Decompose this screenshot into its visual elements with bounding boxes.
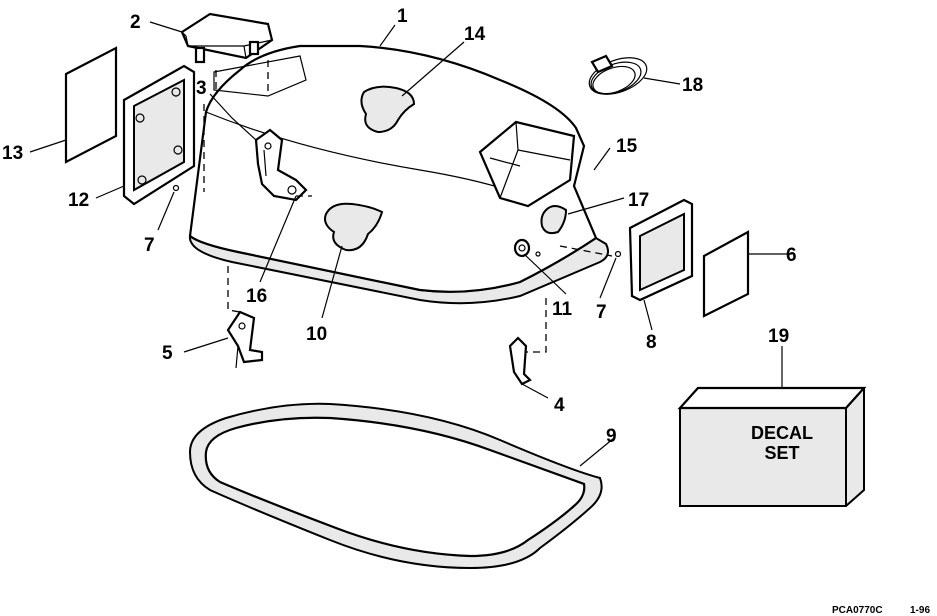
callout-11: 11 [552,299,573,320]
screw-7-left [172,184,180,192]
callout-7-right: 7 [596,302,607,323]
callout-17: 17 [628,190,649,211]
reference-date: 1-96 [910,605,930,616]
seal-9 [188,402,603,570]
grommet-11 [513,238,531,258]
wire-coil-18 [588,54,648,95]
decal-set-label-line1: DECAL [751,423,813,443]
patch-14 [360,85,416,134]
callout-8: 8 [646,332,657,353]
callout-4: 4 [554,395,565,416]
decal-6 [702,230,750,318]
engine-cover [188,44,609,305]
leader-lines [29,21,792,467]
callout-10: 10 [306,324,327,345]
callout-2: 2 [130,12,141,33]
latch-bracket-16 [254,128,308,202]
panel-frame-12 [122,64,196,206]
panel-frame-8 [628,198,694,302]
callout-18: 18 [682,75,703,96]
patch-17 [540,205,568,235]
callout-3: 3 [196,78,207,99]
callout-7-left: 7 [144,235,155,256]
bracket-5 [226,310,264,369]
callout-12: 12 [68,190,89,211]
patch-10 [324,202,384,252]
callout-1: 1 [397,6,408,27]
callout-15: 15 [616,136,638,157]
screw-7-right [614,250,622,258]
decal-set-label-line2: SET [764,443,799,463]
callout-5: 5 [162,343,173,364]
callout-9: 9 [606,426,617,447]
decal-set-box-19: DECAL SET [677,386,867,507]
alignment-lines [203,104,613,353]
callout-numbers: 1 2 3 14 18 13 15 12 17 7 6 16 11 7 10 8… [2,6,797,447]
screw-right-small [535,251,541,257]
callout-6: 6 [786,245,797,266]
decal-13 [64,46,118,164]
callout-19: 19 [768,326,789,347]
bracket-4 [508,336,532,386]
rear-cap-2 [180,12,274,64]
callout-16: 16 [246,286,267,307]
callout-14: 14 [464,24,486,45]
callout-13: 13 [2,143,23,164]
reference-code: PCA0770C [832,605,883,616]
